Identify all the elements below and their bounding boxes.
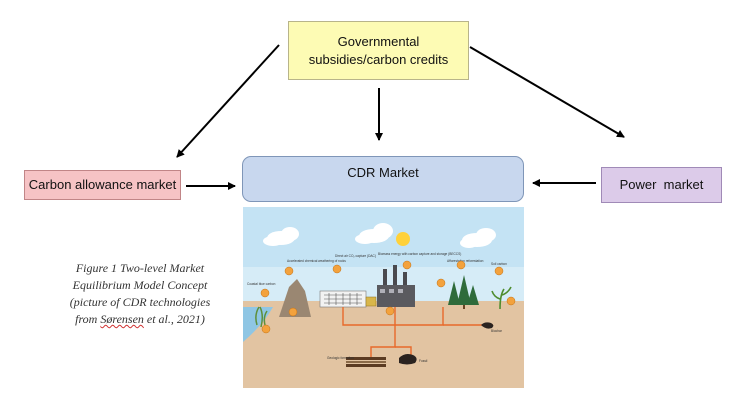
caption-line-1: Figure 1 Two-level Market <box>75 261 205 275</box>
cloud-icon <box>460 228 496 248</box>
arrow-gov-to-power <box>469 46 625 138</box>
caption-author: Sørensen <box>100 312 144 326</box>
caption-line-2: Equilibrium Model Concept <box>72 278 208 292</box>
label-beccs: Biomass energy with carbon capture and s… <box>378 252 461 256</box>
governmental-subsidies-box: Governmental subsidies/carbon credits <box>288 21 469 80</box>
label-geologic: Geologic formation <box>327 356 354 360</box>
fossil-rock <box>399 354 417 365</box>
arrow-gov-to-carbon-allowance <box>176 44 280 158</box>
figure-caption: Figure 1 Two-level Market Equilibrium Mo… <box>40 260 240 328</box>
governmental-label-line2: subsidies/carbon credits <box>308 51 449 67</box>
cloud-icon <box>263 227 299 246</box>
label-biochar: Biochar <box>491 329 503 333</box>
cdr-market-label: CDR Market <box>347 165 419 180</box>
label-afforestation: Afforestation reforestation <box>447 259 484 263</box>
caption-citation-rest: et al., 2021) <box>143 312 205 326</box>
tree-icon <box>448 275 479 305</box>
governmental-label-line1: Governmental <box>337 33 420 49</box>
seaweed <box>255 306 268 328</box>
percentage-badge <box>260 260 516 334</box>
label-weathering: Accelerated chemical weathering of rocks <box>287 259 346 263</box>
hay-bale <box>365 296 377 307</box>
rock-mountain <box>279 279 311 317</box>
caption-line-3: (picture of CDR technologies <box>69 295 211 309</box>
cdr-market-box: CDR Market <box>242 156 524 202</box>
caption-line-4: from Sørensen et al., 2021) <box>40 311 240 328</box>
label-fossil: Fossil <box>419 359 428 363</box>
sun-icon <box>396 232 410 246</box>
power-market-box: Power market <box>601 167 722 203</box>
carbon-allowance-market-box: Carbon allowance market <box>24 170 181 200</box>
power-market-label: Power market <box>619 177 704 192</box>
carbon-allowance-market-label: Carbon allowance market <box>28 177 177 192</box>
dac-grid <box>324 293 362 305</box>
label-coastal: Coastal blue carbon <box>247 282 276 286</box>
caption-from: from <box>75 312 101 326</box>
biochar-pile <box>481 322 494 329</box>
label-soil: Soil carbon <box>491 262 507 266</box>
beccs-plant <box>377 265 415 307</box>
sprout-icon <box>491 286 512 310</box>
label-dac: Direct air CO₂ capture (DAC) <box>335 254 376 258</box>
cloud-icon <box>355 223 393 244</box>
cdr-technologies-illustration: Accelerated chemical weathering of rocks… <box>243 207 524 388</box>
tree-trunk <box>463 305 465 309</box>
geologic-formation <box>346 357 386 367</box>
